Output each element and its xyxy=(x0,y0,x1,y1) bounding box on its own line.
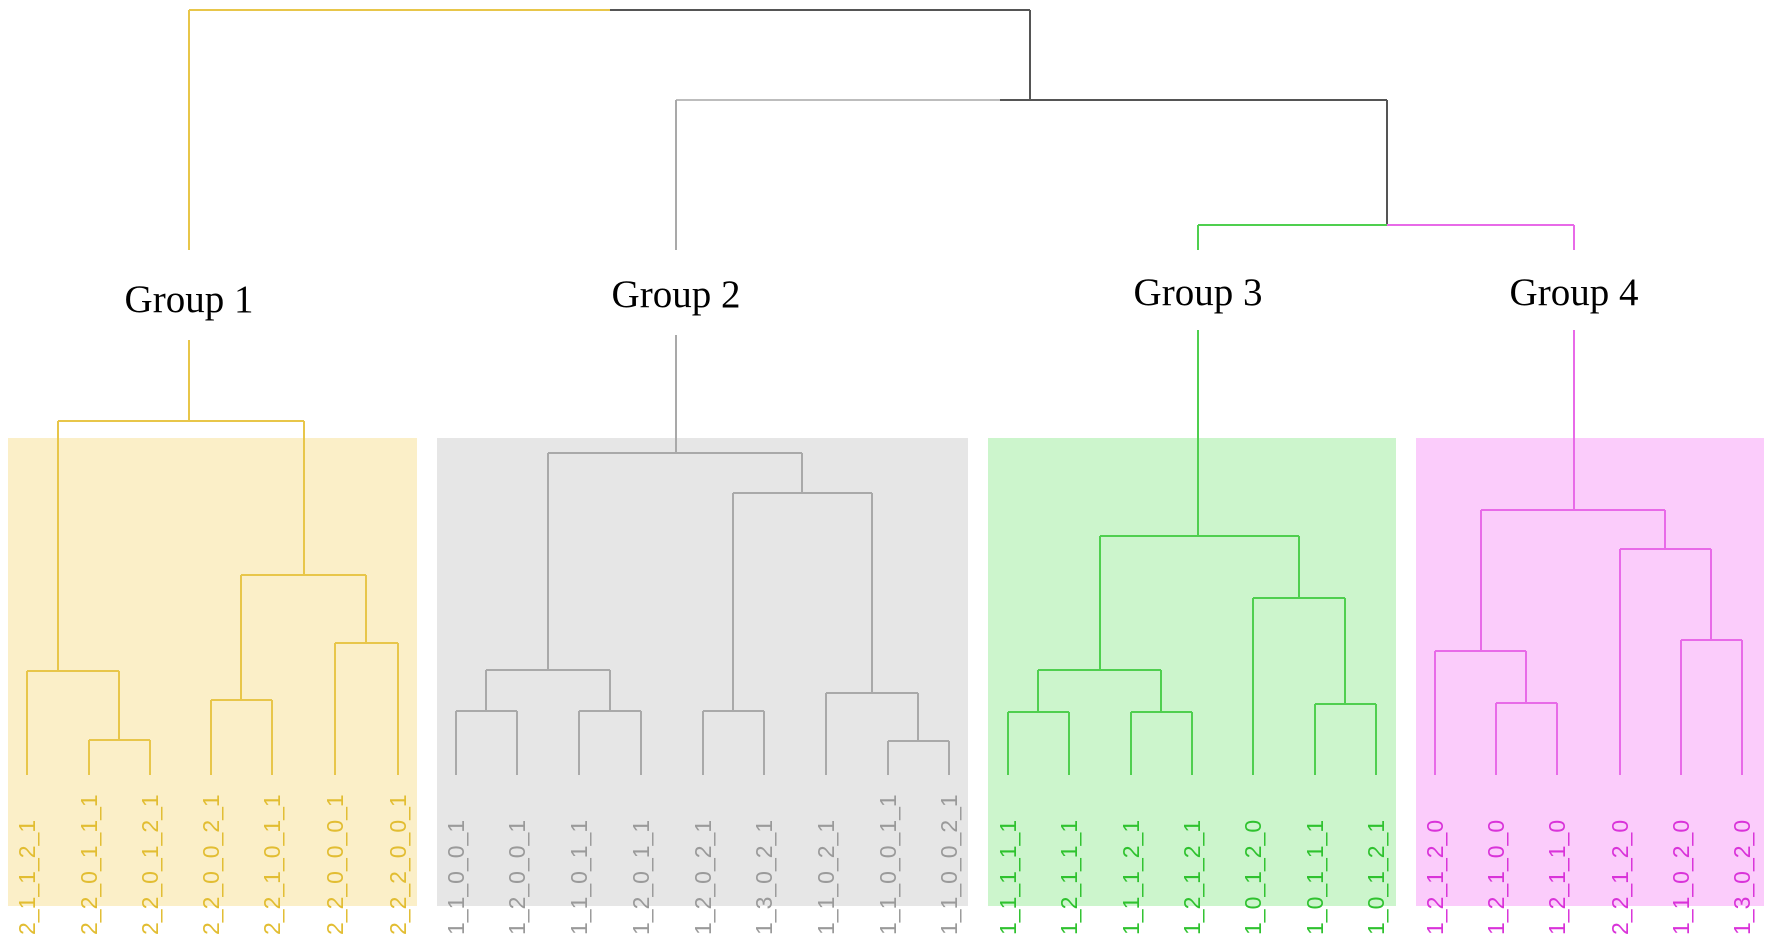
leaf-label: 1_3_0_2_1 xyxy=(751,820,777,935)
leaf-label: 1_2_1_1_1 xyxy=(1056,820,1082,935)
leaf-label: 2_2_0_0_2_1 xyxy=(198,794,224,935)
leaf-label: 1_1_0_2_1 xyxy=(813,820,839,935)
leaf-label: 1_3_0_2_0 xyxy=(1729,820,1755,935)
leaf-label: 1_1_1_1_1 xyxy=(995,820,1021,935)
leaf-label: 1_0_1_2_0 xyxy=(1240,820,1266,935)
leaf-label: 1_1_0_0_2_1 xyxy=(936,794,962,935)
leaf-label: 2_2_0_1_1_1 xyxy=(76,794,102,935)
leaf-label: 1_2_0_2_1 xyxy=(690,820,716,935)
leaf-label: 1_1_0_1_1 xyxy=(566,820,592,935)
group2-box xyxy=(437,438,968,906)
group3-box xyxy=(988,438,1396,906)
leaf-labels: 2_1_1_2_1 2_2_0_1_1_1 2_2_0_1_2_1 2_2_0_0_2… xyxy=(14,794,1755,935)
group4-label: Group 4 xyxy=(1510,271,1639,314)
leaf-label: 2_2_0_0_0_1 xyxy=(322,794,348,935)
leaf-label: 1_2_0_0_1 xyxy=(504,820,530,935)
leaf-label: 2_2_2_0_0_1 xyxy=(385,794,411,935)
leaf-label: 1_0_1_2_1 xyxy=(1363,820,1389,935)
group3-label: Group 3 xyxy=(1134,271,1263,314)
leaf-label: 1_2_1_2_0 xyxy=(1422,820,1448,935)
leaf-label: 1_2_1_0_0 xyxy=(1483,820,1509,935)
leaf-label: 1_1_0_0_1 xyxy=(443,820,469,935)
leaf-label: 2_2_0_1_2_1 xyxy=(137,794,163,935)
group1-label: Group 1 xyxy=(125,278,254,321)
leaf-label: 1_0_1_1_1 xyxy=(1302,820,1328,935)
group4-box xyxy=(1416,438,1764,906)
dendrogram-links xyxy=(26,9,1743,775)
leaf-label: 1_2_1_2_1 xyxy=(1179,820,1205,935)
leaf-label: 2_2_1_2_0 xyxy=(1607,820,1633,935)
leaf-label: 1_1_0_0_1_1 xyxy=(875,794,901,935)
leaf-label: 1_1_1_2_1 xyxy=(1118,820,1144,935)
group2-label: Group 2 xyxy=(612,273,741,316)
leaf-label: 1_1_0_2_0 xyxy=(1668,820,1694,935)
leaf-label: 1_2_0_1_1 xyxy=(628,820,654,935)
leaf-label: 2_2_1_0_1_1 xyxy=(259,794,285,935)
leaf-label: 1_2_1_1_0 xyxy=(1544,820,1570,935)
leaf-label: 2_1_1_2_1 xyxy=(14,820,40,935)
